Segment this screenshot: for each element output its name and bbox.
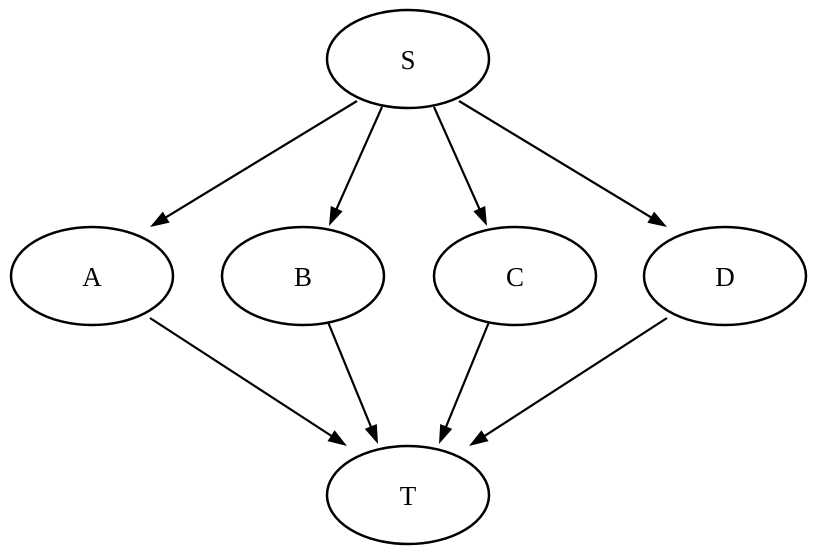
edge-line	[458, 100, 654, 220]
arrowhead-icon	[469, 430, 489, 446]
edge-line	[149, 317, 334, 438]
graph-node-b[interactable]: B	[220, 225, 386, 327]
node-ellipse	[9, 225, 175, 327]
graph-node-c[interactable]: C	[432, 225, 598, 327]
edge-s-to-a	[150, 100, 358, 227]
graph-node-d[interactable]: D	[642, 225, 808, 327]
edge-s-to-c	[432, 106, 487, 226]
edge-line	[326, 321, 373, 429]
edge-line	[444, 321, 491, 429]
arrowhead-icon	[439, 423, 453, 444]
arrowhead-icon	[329, 206, 343, 226]
node-label: D	[715, 262, 735, 292]
node-label: B	[294, 262, 312, 292]
edge-line	[432, 106, 482, 211]
arrowhead-icon	[473, 206, 487, 226]
node-ellipse	[325, 444, 491, 546]
node-label: C	[506, 262, 524, 292]
arrowhead-icon	[364, 423, 378, 444]
node-ellipse	[325, 8, 491, 110]
node-label: A	[82, 262, 102, 292]
graph-node-s[interactable]: S	[325, 8, 491, 110]
graph-node-t[interactable]: T	[325, 444, 491, 546]
edge-s-to-b	[329, 106, 384, 226]
edge-line	[334, 106, 384, 211]
edge-b-to-t	[326, 321, 378, 444]
node-ellipse	[432, 225, 598, 327]
graph-node-a[interactable]: A	[9, 225, 175, 327]
edge-c-to-t	[439, 321, 491, 444]
arrowhead-icon	[150, 211, 170, 227]
node-label: S	[400, 45, 415, 75]
edge-d-to-t	[469, 317, 668, 446]
edge-line	[163, 100, 358, 220]
edge-s-to-d	[458, 100, 667, 227]
edge-a-to-t	[149, 317, 347, 446]
edges-layer	[149, 100, 668, 446]
node-ellipse	[220, 225, 386, 327]
nodes-layer: S A B C D T	[9, 8, 808, 546]
arrowhead-icon	[327, 430, 347, 446]
edge-line	[482, 317, 668, 438]
node-label: T	[400, 481, 417, 511]
node-ellipse	[642, 225, 808, 327]
arrowhead-icon	[647, 211, 667, 227]
